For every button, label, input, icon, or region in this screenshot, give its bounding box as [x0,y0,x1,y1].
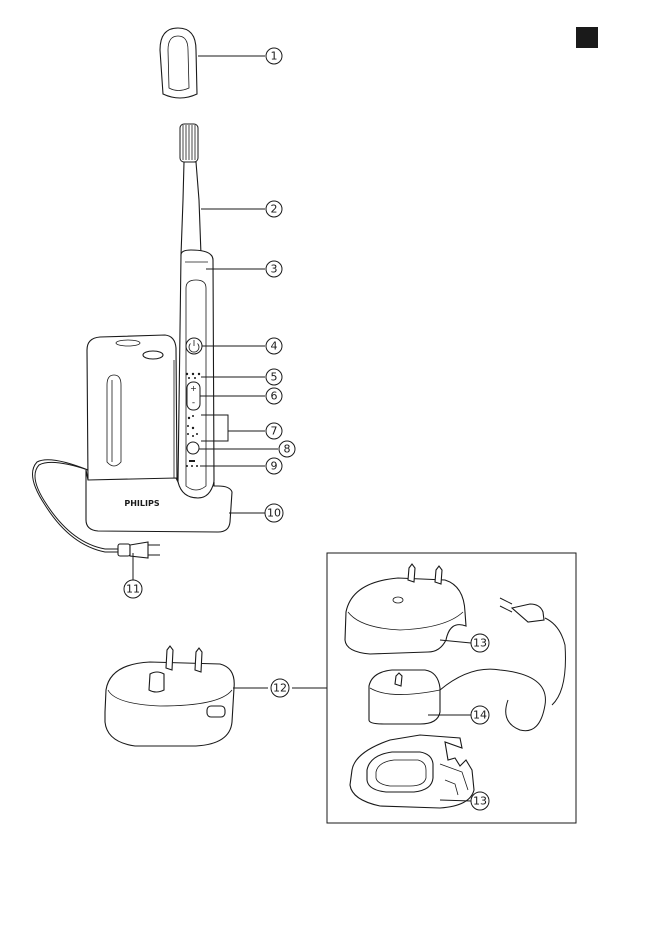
power-plug [118,542,160,558]
toothbrush-handle: + - [178,250,214,498]
callout-1: 1 [266,48,282,64]
box-plug [500,598,565,705]
callout-8: 8 [279,441,295,457]
brush-head [180,124,201,255]
minus-icon: - [192,398,195,408]
svg-text:14: 14 [473,709,487,722]
svg-text:13: 13 [473,795,487,808]
svg-text:7: 7 [271,425,278,438]
callout-12: 12 [271,679,289,697]
callout-2: 2 [266,201,282,217]
callout-4: 4 [266,338,282,354]
callout-14: 14 [471,706,489,724]
svg-text:10: 10 [267,507,281,520]
svg-text:9: 9 [271,460,278,473]
callout-3: 3 [266,261,282,277]
svg-text:1: 1 [271,50,278,63]
protective-cap [160,28,197,98]
charger [105,646,234,746]
svg-text:12: 12 [273,682,287,695]
svg-text:3: 3 [271,263,278,276]
mode-button [187,442,199,454]
callout-11: 11 [124,580,142,598]
callout-13-cover: 13 [471,634,489,652]
callout-10: 10 [265,504,283,522]
callout-7: 7 [266,423,282,439]
svg-text:6: 6 [271,390,278,403]
callout-6: 6 [266,388,282,404]
stand-logo: PHILIPS [124,499,159,508]
svg-text:5: 5 [271,371,278,384]
svg-text:2: 2 [271,203,278,216]
base-tray [350,735,474,808]
language-marker [576,27,598,48]
callout-13-tray: 13 [471,792,489,810]
charging-unit [369,669,545,731]
svg-text:4: 4 [271,340,278,353]
svg-text:8: 8 [284,443,291,456]
callout-5: 5 [266,369,282,385]
svg-text:11: 11 [126,583,140,596]
plus-icon: + [190,384,197,393]
callout-9: 9 [266,458,282,474]
svg-text:13: 13 [473,637,487,650]
uv-sanitizer [87,335,177,482]
